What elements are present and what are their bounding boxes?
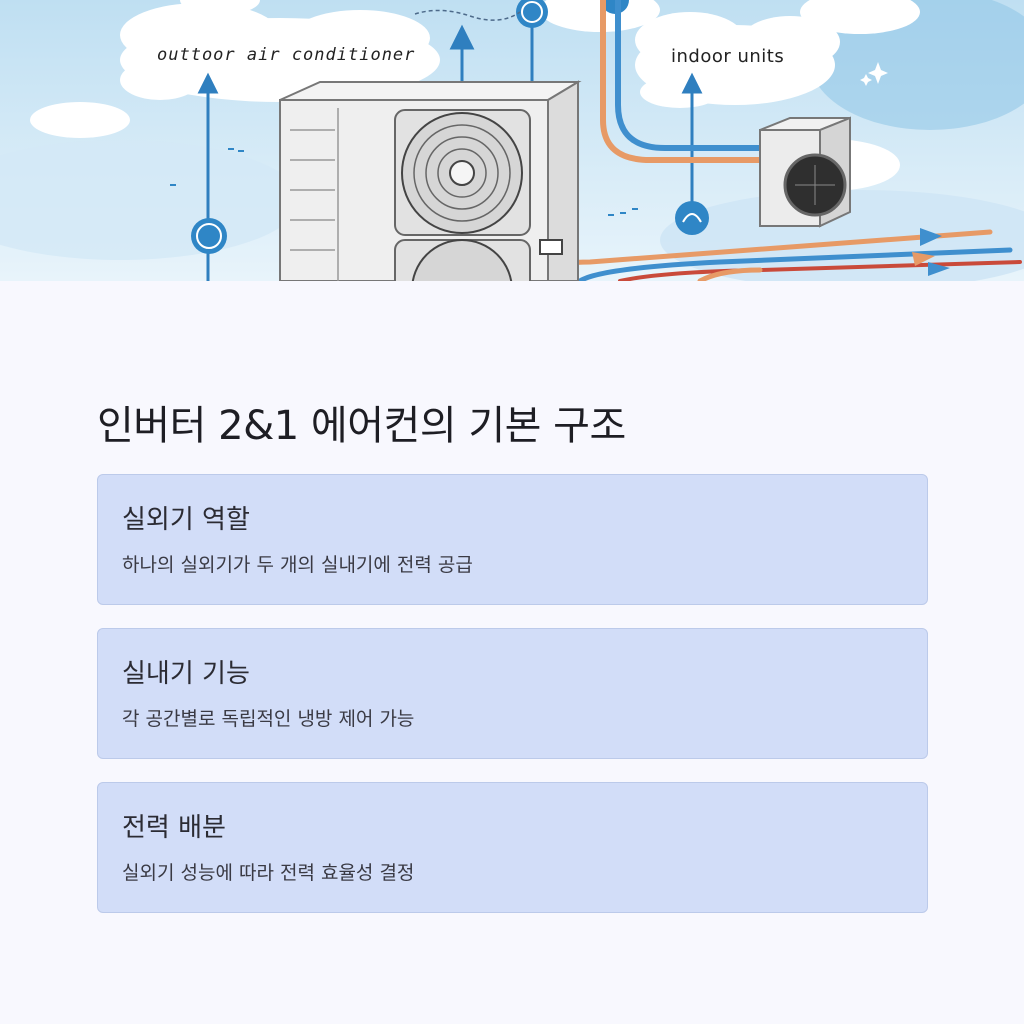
info-card-power-distribution: 전력 배분 실외기 성능에 따라 전력 효율성 결정 bbox=[97, 782, 928, 913]
indoor-units-label: indoor units bbox=[671, 46, 785, 67]
info-card-indoor-function: 실내기 기능 각 공간별로 독립적인 냉방 제어 가능 bbox=[97, 628, 928, 759]
page-title: 인버터 2&1 에어컨의 기본 구조 bbox=[97, 403, 626, 449]
card-title: 실내기 기능 bbox=[122, 659, 250, 689]
air-conditioner-diagram bbox=[0, 0, 1024, 281]
airflow-icon bbox=[675, 201, 709, 235]
airflow-icon bbox=[191, 218, 227, 254]
cloud-indoor bbox=[635, 12, 840, 108]
card-description: 하나의 실외기가 두 개의 실내기에 전력 공급 bbox=[122, 554, 473, 576]
airflow-icon bbox=[516, 0, 548, 28]
card-title: 전력 배분 bbox=[122, 813, 226, 843]
card-title: 실외기 역할 bbox=[122, 505, 250, 535]
hero-illustration: outtoor air conditioner indoor units bbox=[0, 0, 1024, 281]
outdoor-unit-label: outtoor air conditioner bbox=[157, 45, 416, 65]
card-description: 각 공간별로 독립적인 냉방 제어 가능 bbox=[122, 708, 415, 730]
cloud-outdoor bbox=[120, 3, 440, 102]
info-card-outdoor-role: 실외기 역할 하나의 실외기가 두 개의 실내기에 전력 공급 bbox=[97, 474, 928, 605]
indoor-unit bbox=[759, 116, 851, 228]
card-description: 실외기 성능에 따라 전력 효율성 결정 bbox=[122, 862, 415, 884]
outdoor-unit bbox=[279, 80, 582, 281]
